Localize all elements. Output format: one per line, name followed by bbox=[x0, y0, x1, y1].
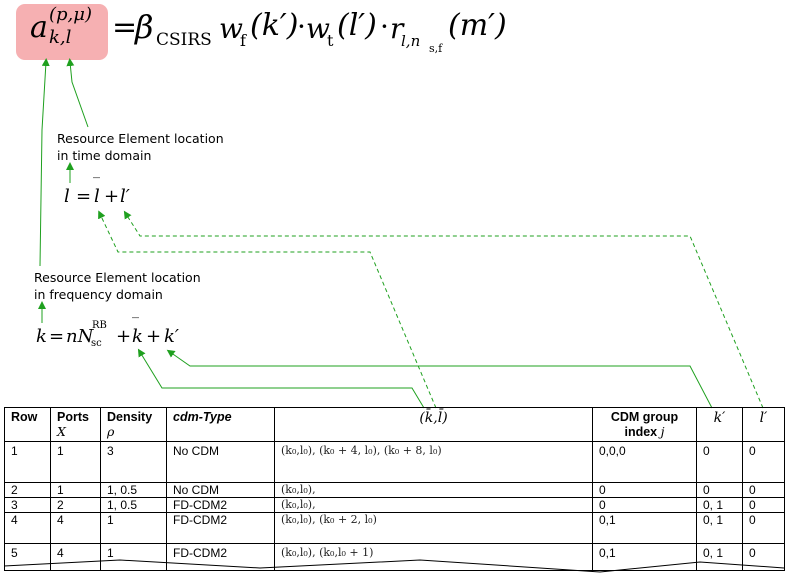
wf-argument: (k′) bbox=[250, 8, 299, 43]
cell-lprime: 0 bbox=[742, 441, 785, 483]
equals-sign: = bbox=[112, 10, 138, 45]
main-equation: a (p,μ) k,l = β CSIRS w f (k′) · w t (l′… bbox=[0, 0, 560, 80]
table-row: 1 1 3 No CDM (k₀,l₀), (k₀ + 4, l₀), (k₀ … bbox=[4, 441, 785, 483]
wt-subscript: t bbox=[327, 31, 334, 50]
wt-argument: (l′) bbox=[337, 8, 377, 43]
header-cdm-type: cdm-Type bbox=[166, 407, 275, 442]
cell-density: 1 bbox=[100, 543, 167, 571]
arrow-kl-to-lbar bbox=[98, 210, 437, 409]
header-cdm-group-symbol: j bbox=[660, 424, 665, 439]
cell-kl: (k₀,l₀), (k₀ + 4, l₀), (k₀ + 8, l₀) bbox=[274, 441, 593, 483]
cell-cdm-type: FD-CDM2 bbox=[166, 512, 275, 544]
cell-kprime: 0, 1 bbox=[696, 543, 743, 571]
arrow-lprime-to-lprime bbox=[123, 210, 764, 409]
cell-cdm-group: 0,0,0 bbox=[592, 441, 697, 483]
freq-formula-plus1: + bbox=[116, 326, 132, 347]
time-formula-lbar: l bbox=[94, 186, 100, 207]
r-symbol: r bbox=[390, 12, 404, 45]
cell-density: 3 bbox=[100, 441, 167, 483]
header-ports-label: Ports bbox=[57, 410, 89, 424]
freq-annotation-line2: in frequency domain bbox=[34, 287, 163, 302]
header-density-symbol: ρ bbox=[107, 424, 115, 439]
cell-cdm-type: FD-CDM2 bbox=[166, 543, 275, 571]
freq-formula-kbar: k bbox=[132, 326, 143, 347]
freq-formula-kprime: k′ bbox=[164, 326, 179, 347]
table-row: 4 4 1 FD-CDM2 (k₀,l₀), (k₀ + 2, l₀) 0,1 … bbox=[4, 512, 785, 544]
freq-formula-sup: RB bbox=[92, 320, 107, 331]
time-formula-equals: = bbox=[76, 186, 92, 207]
cell-lprime: 0 bbox=[742, 512, 785, 544]
r-subscript: l,n bbox=[401, 32, 421, 50]
time-formula-lhs: l bbox=[64, 186, 70, 207]
lhs-superscript: (p,μ) bbox=[49, 4, 92, 25]
beta-subscript: CSIRS bbox=[156, 30, 212, 50]
freq-formula-sub: sc bbox=[91, 338, 102, 349]
equation-lhs-highlight bbox=[16, 4, 108, 60]
cell-cdm-type: FD-CDM2 bbox=[166, 497, 275, 513]
time-formula: l = l ‾ + l′ bbox=[64, 176, 144, 212]
header-cdm-group-line1: CDM group bbox=[610, 410, 679, 424]
cell-row: 5 bbox=[4, 543, 51, 571]
cell-ports: 1 bbox=[50, 441, 101, 483]
header-density-label: Density bbox=[107, 410, 153, 424]
freq-formula-lhs: k bbox=[36, 326, 47, 347]
dot-operator-1: · bbox=[297, 10, 306, 43]
time-formula-lprime: l′ bbox=[120, 186, 130, 207]
cell-kl: (k₀,l₀), (k₀ + 2, l₀) bbox=[274, 512, 593, 544]
freq-formula-n: nN bbox=[66, 326, 94, 347]
arrow-kprime-to-kprime bbox=[166, 349, 713, 409]
table-row: 3 2 1, 0.5 FD-CDM2 (k₀,l₀), 0 0, 1 0 bbox=[4, 497, 785, 513]
cell-density: 1, 0.5 bbox=[100, 482, 167, 498]
cell-ports: 4 bbox=[50, 543, 101, 571]
wf-symbol: w bbox=[219, 12, 243, 45]
dot-operator-2: · bbox=[380, 10, 389, 43]
freq-formula-bar-mark: ‾ bbox=[132, 316, 139, 332]
r-argument: (m′) bbox=[448, 8, 507, 43]
cell-ports: 4 bbox=[50, 512, 101, 544]
arrow-freq-to-subscript-k bbox=[39, 58, 50, 267]
freq-formula-equals: = bbox=[49, 326, 65, 347]
arrow-time-to-subscript-l bbox=[66, 58, 89, 128]
lhs-symbol: a bbox=[30, 10, 48, 45]
time-domain-annotation: Resource Element location in time domain bbox=[57, 130, 224, 164]
cell-kl: (k₀,l₀), (k₀,l₀ + 1) bbox=[274, 543, 593, 571]
lhs-subscript: k,l bbox=[49, 27, 72, 48]
wf-subscript: f bbox=[240, 31, 246, 50]
header-ports-symbol: X bbox=[57, 424, 66, 439]
arrow-kl-to-kbar bbox=[137, 348, 425, 409]
freq-annotation-line1: Resource Element location bbox=[34, 270, 201, 285]
header-cdm-group-line2: index bbox=[624, 425, 658, 439]
wt-symbol: w bbox=[306, 12, 330, 45]
header-kprime: k′ bbox=[696, 407, 743, 442]
frequency-formula: k = nN RB sc + k ‾ + k′ bbox=[36, 316, 196, 354]
cell-density: 1 bbox=[100, 512, 167, 544]
table-row: 5 4 1 FD-CDM2 (k₀,l₀), (k₀,l₀ + 1) 0,1 0… bbox=[4, 543, 785, 571]
time-formula-plus: + bbox=[104, 186, 120, 207]
cell-cdm-type: No CDM bbox=[166, 441, 275, 483]
freq-formula-plus2: + bbox=[146, 326, 162, 347]
beta-symbol: β bbox=[135, 8, 154, 46]
r-subsubscript: s,f bbox=[429, 42, 443, 55]
time-formula-bar-mark: ‾ bbox=[93, 176, 100, 192]
frequency-domain-annotation: Resource Element location in frequency d… bbox=[34, 269, 201, 303]
time-annotation-line2: in time domain bbox=[57, 148, 152, 163]
header-row: Row bbox=[4, 407, 51, 442]
cell-cdm-group: 0,1 bbox=[592, 543, 697, 571]
time-annotation-line1: Resource Element location bbox=[57, 131, 224, 146]
